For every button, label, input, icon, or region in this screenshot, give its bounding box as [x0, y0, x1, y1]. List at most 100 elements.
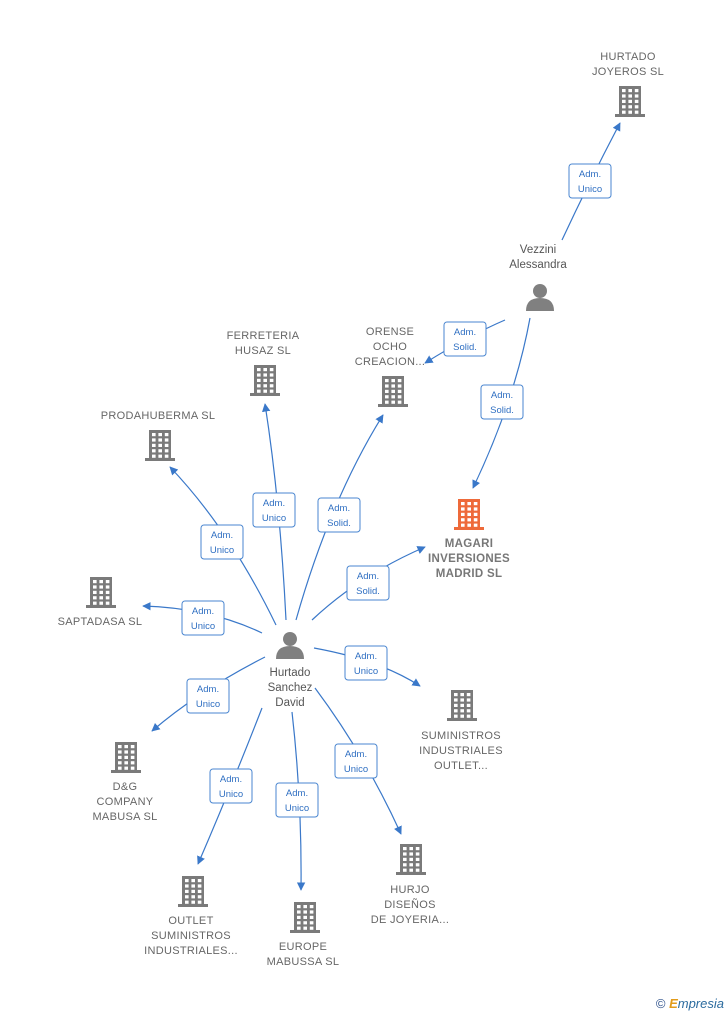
- building-window: [164, 433, 169, 437]
- badge-box: [209, 768, 253, 804]
- building-icon: [178, 876, 208, 907]
- building-window: [130, 745, 135, 749]
- building-window: [460, 693, 464, 697]
- building-window: [164, 438, 169, 442]
- company-node-prodahuberma[interactable]: PRODAHUBERMA SL: [101, 410, 216, 461]
- badge-text: Unico: [285, 803, 309, 814]
- relation-badge-hurtado-ferreteria[interactable]: Adm.Unico: [252, 492, 296, 528]
- badge-text: Solid.: [490, 405, 514, 416]
- badge-box: [181, 600, 225, 636]
- building-window: [309, 910, 314, 914]
- building-window: [622, 94, 626, 98]
- building-window: [628, 105, 632, 109]
- badge-box: [275, 782, 319, 818]
- badge-text: Unico: [354, 666, 378, 677]
- brand-footer[interactable]: © Empresia: [656, 996, 724, 1011]
- building-window: [118, 755, 122, 759]
- building-window: [303, 910, 307, 914]
- building-window: [460, 714, 464, 718]
- badge-text: Adm.: [192, 606, 214, 617]
- building-window: [118, 745, 122, 749]
- building-window: [454, 709, 458, 713]
- building-window: [93, 580, 97, 584]
- building-icon: [378, 376, 408, 407]
- badge-text: Solid.: [453, 342, 477, 353]
- building-window: [118, 766, 122, 770]
- building-window: [303, 921, 307, 925]
- relation-badge-hurtado-hurjo[interactable]: Adm.Unico: [334, 743, 378, 779]
- building-window: [158, 438, 162, 442]
- building-window: [461, 502, 465, 506]
- company-node-suministros[interactable]: SUMINISTROSINDUSTRIALESOUTLET...: [419, 690, 503, 772]
- person-name-line: Sanchez: [268, 682, 313, 694]
- building-window: [197, 889, 202, 893]
- company-name-line: MABUSA SL: [92, 811, 157, 823]
- building-window: [130, 755, 135, 759]
- badge-box: [200, 524, 244, 560]
- relation-badge-vezzini-hurtado_joyeros[interactable]: Adm.Unico: [568, 163, 612, 199]
- company-name-line: SUMINISTROS: [421, 730, 501, 742]
- building-window: [415, 847, 420, 851]
- company-node-orense[interactable]: ORENSEOCHOCREACION...: [355, 326, 426, 407]
- relation-badge-hurtado-magari[interactable]: Adm.Solid.: [346, 565, 390, 601]
- building-window: [257, 378, 261, 382]
- company-name-line: SUMINISTROS: [151, 930, 231, 942]
- relation-badge-hurtado-prodahuberma[interactable]: Adm.Unico: [200, 524, 244, 560]
- badge-box: [252, 492, 296, 528]
- company-name-line: MADRID SL: [436, 568, 503, 580]
- building-window: [105, 601, 110, 605]
- building-window: [263, 368, 267, 372]
- building-window: [269, 378, 274, 382]
- building-window: [185, 884, 189, 888]
- relation-badge-hurtado-outlet[interactable]: Adm.Unico: [209, 768, 253, 804]
- badge-box: [346, 565, 390, 601]
- relation-badge-hurtado-suministros[interactable]: Adm.Unico: [344, 645, 388, 681]
- badge-text: Adm.: [454, 327, 476, 338]
- building-window: [460, 698, 464, 702]
- building-window: [309, 921, 314, 925]
- company-name-line: MABUSSA SL: [267, 956, 340, 968]
- building-window: [158, 454, 162, 458]
- building-window: [93, 596, 97, 600]
- building-window: [634, 105, 639, 109]
- company-name-line: FERRETERIA: [227, 330, 300, 342]
- building-window: [467, 502, 471, 506]
- relation-badge-hurtado-orense[interactable]: Adm.Solid.: [317, 497, 361, 533]
- building-window: [397, 389, 402, 393]
- building-window: [297, 915, 301, 919]
- relation-badge-hurtado-dg[interactable]: Adm.Unico: [186, 678, 230, 714]
- building-window: [467, 518, 471, 522]
- relation-badge-hurtado-saptadasa[interactable]: Adm. Unico: [181, 600, 225, 636]
- building-window: [297, 921, 301, 925]
- building-window: [403, 857, 407, 861]
- relation-badge-hurtado-europe[interactable]: Adm.Unico: [275, 782, 319, 818]
- building-window: [105, 580, 110, 584]
- building-window: [130, 766, 135, 770]
- building-window: [473, 512, 478, 516]
- company-node-saptadasa[interactable]: SAPTADASA SL: [58, 577, 143, 628]
- building-window: [409, 852, 413, 856]
- building-window: [473, 523, 478, 527]
- building-window: [99, 580, 103, 584]
- person-icon: [526, 284, 554, 311]
- building-window: [309, 915, 314, 919]
- company-node-outlet[interactable]: OUTLETSUMINISTROSINDUSTRIALES...: [144, 876, 238, 957]
- building-window: [397, 384, 402, 388]
- building-window: [473, 507, 478, 511]
- building-window: [397, 379, 402, 383]
- relation-badge-vezzini-magari[interactable]: Adm.Solid.: [480, 384, 524, 420]
- relation-badge-vezzini-orense[interactable]: Adm. Solid.: [443, 321, 487, 357]
- building-window: [622, 89, 626, 93]
- badge-text: Unico: [191, 621, 215, 632]
- building-window: [467, 507, 471, 511]
- badge-box: [568, 163, 612, 199]
